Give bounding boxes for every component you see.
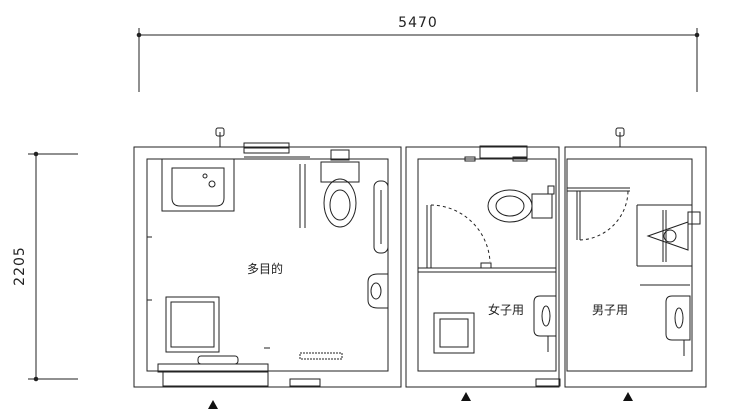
sink (161, 127, 235, 212)
multipurpose-room (133, 127, 402, 388)
mens-room (564, 127, 707, 388)
width-dimension (136, 28, 700, 92)
womens-room (405, 145, 561, 388)
womens-toilet (487, 185, 555, 223)
height-dimension-label: 2205 (12, 246, 28, 286)
toilet (320, 149, 360, 228)
room-label-mens: 男子用 (592, 303, 628, 317)
room-label-womens: 女子用 (488, 302, 524, 317)
height-dimension (28, 151, 78, 382)
mens-urinal (646, 211, 701, 251)
entrance-marker-multipurpose (208, 400, 218, 409)
entrance-marker-womens (461, 392, 471, 401)
entrance-marker-mens (623, 392, 633, 401)
room-label-multipurpose: 多目的 (247, 261, 283, 276)
width-dimension-label: 5470 (398, 15, 438, 31)
ostomate (165, 296, 220, 353)
